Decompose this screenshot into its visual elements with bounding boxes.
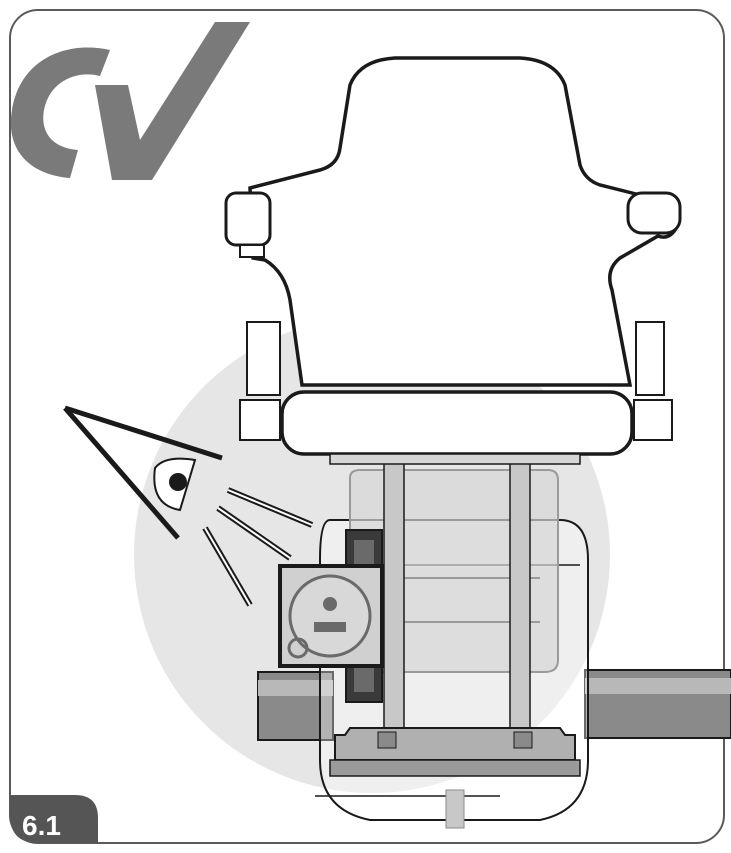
key-switch-gauge-icon — [280, 566, 382, 666]
figure-label: 6.1 — [22, 812, 61, 840]
brand-logo — [11, 22, 250, 180]
seat-backrest — [250, 58, 676, 385]
seat-cushion — [282, 392, 632, 454]
seat — [226, 58, 680, 464]
rail-right — [585, 670, 731, 738]
